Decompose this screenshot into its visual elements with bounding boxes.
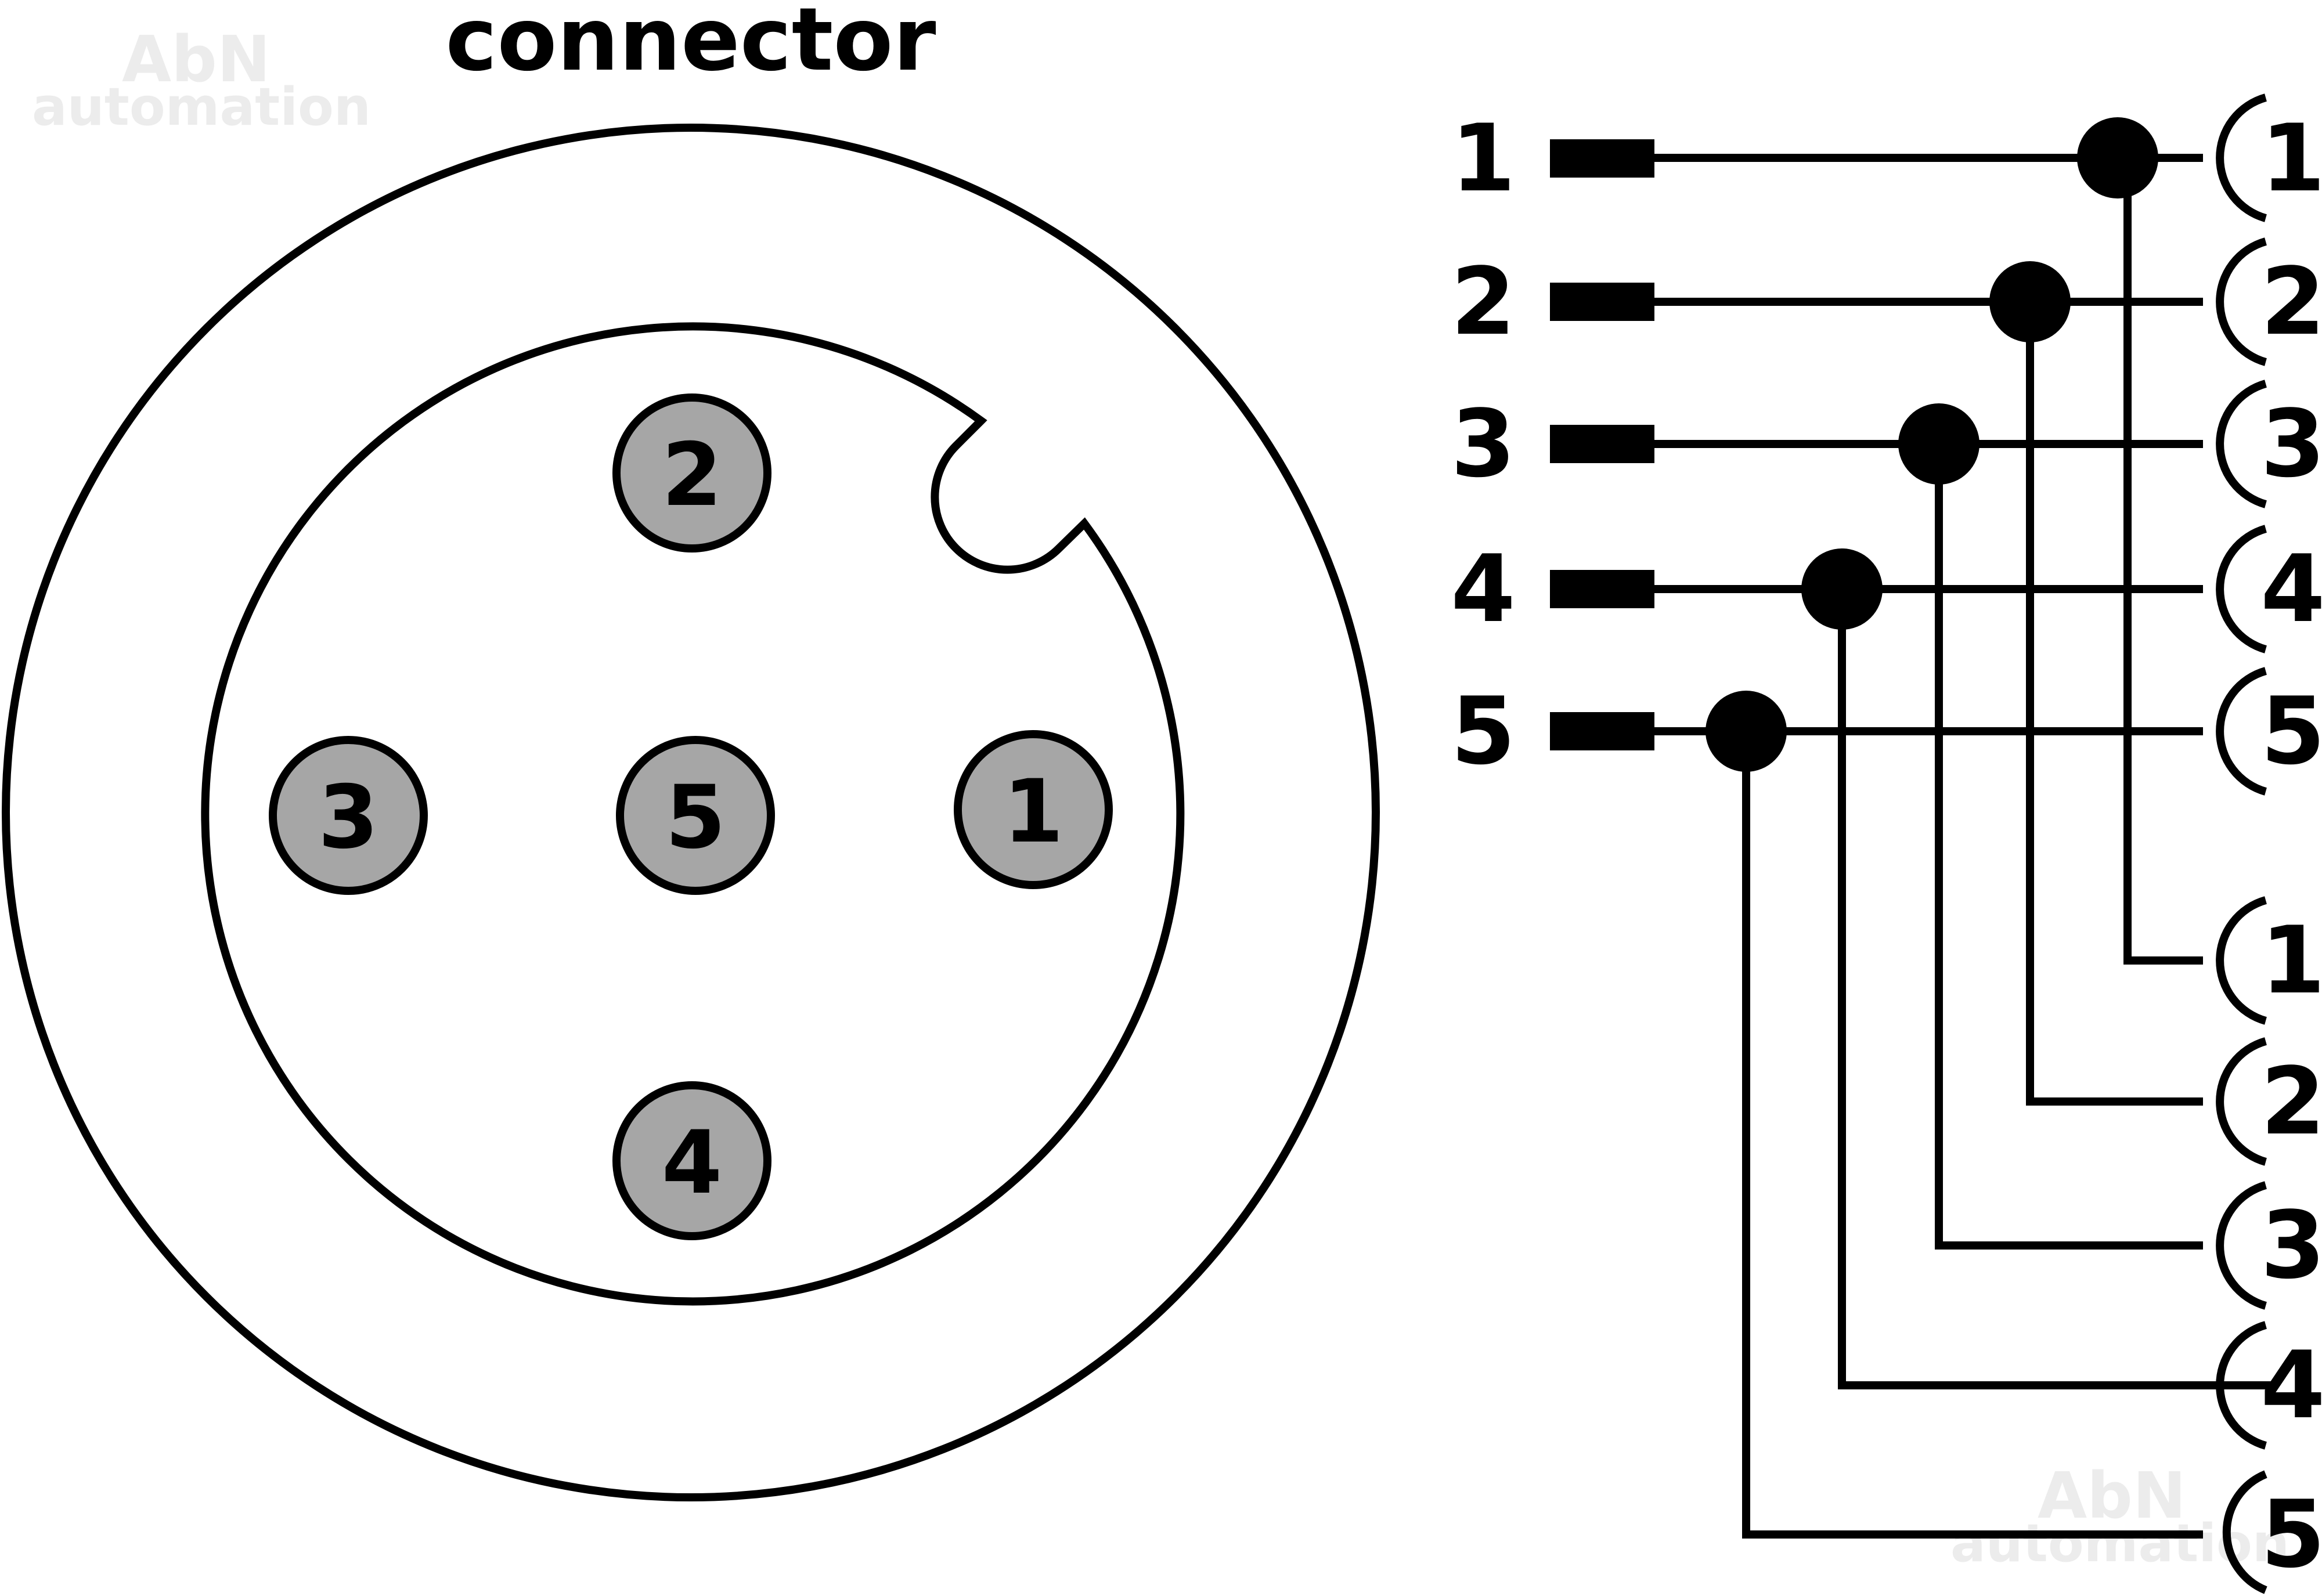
wire-branch-4 [1838, 589, 2276, 1389]
pin-5: 5 [616, 736, 775, 895]
pin-circle [612, 393, 771, 553]
female-socket-symbol [2216, 667, 2267, 796]
junction-dots [1706, 117, 2158, 772]
pin-circle [269, 736, 428, 895]
outer-housing-ring [2, 124, 1380, 1501]
output-label: 1 [2260, 104, 2322, 212]
input-labels: 1 2 3 4 5 [1451, 104, 1515, 785]
watermark-line2: automation [32, 77, 371, 138]
output-group-a: 1 2 3 4 5 [2216, 93, 2322, 796]
output-group-b: 1 2 3 4 5 [2216, 896, 2322, 1594]
output-label: 3 [2260, 389, 2322, 498]
connector-face: connector 1 2 3 4 5 [2, 0, 1380, 1501]
female-socket-symbol [2216, 1037, 2267, 1166]
output-label: 3 [2260, 1191, 2322, 1299]
junction-dot [1989, 261, 2071, 342]
wire-branch-1 [2123, 158, 2203, 965]
input-label: 2 [1451, 247, 1515, 356]
wire-branch-3 [1935, 444, 2203, 1250]
input-label: 1 [1451, 104, 1515, 212]
pin-label: 5 [665, 767, 726, 868]
junction-dot [1898, 403, 1980, 485]
female-socket-symbol [2216, 93, 2267, 222]
male-pin-symbol [1550, 425, 1654, 463]
pin-3: 3 [269, 736, 428, 895]
male-pin-symbol [1550, 570, 1654, 608]
female-socket-symbol [2216, 1321, 2267, 1450]
output-label: 4 [2260, 1331, 2322, 1439]
branch-wires [1742, 158, 2276, 1539]
output-label: 5 [2260, 1480, 2322, 1588]
output-label: 1 [2260, 906, 2322, 1014]
junction-dot [1706, 691, 1787, 772]
pin-4: 4 [612, 1081, 771, 1240]
wiring-schematic: 1 2 3 4 5 1 2 3 4 5 1 2 [1451, 93, 2322, 1594]
female-socket-symbol [2222, 1470, 2267, 1594]
output-label: 4 [2260, 535, 2322, 643]
wire-branch-2 [2026, 302, 2203, 1106]
female-socket-symbol [2216, 237, 2267, 366]
male-pin-symbol [1550, 139, 1654, 178]
watermark-bottom: AbN automation [1950, 1458, 2289, 1574]
female-socket-symbol [2216, 525, 2267, 653]
male-pin-symbol [1550, 283, 1654, 321]
watermark-top: AbN automation [32, 22, 371, 138]
pin-label: 3 [318, 767, 378, 868]
watermark-line1: AbN [122, 22, 271, 96]
watermark-line1: AbN [2038, 1458, 2186, 1533]
input-label: 4 [1451, 535, 1515, 643]
output-label: 2 [2260, 247, 2322, 356]
pin-label: 2 [662, 425, 722, 526]
output-label: 2 [2260, 1047, 2322, 1156]
output-label: 5 [2260, 677, 2322, 785]
pin-circle [612, 1081, 771, 1240]
connector-title: connector [446, 0, 936, 91]
inner-keyed-ring [201, 322, 1185, 1306]
pin-label: 4 [662, 1113, 722, 1214]
wire-branch-5 [1742, 731, 2203, 1539]
pin-label: 1 [1003, 761, 1063, 862]
junction-dot [1801, 548, 1883, 630]
female-socket-symbol [2216, 1181, 2267, 1310]
junction-dot [2077, 117, 2158, 198]
female-socket-symbol [2216, 380, 2267, 508]
input-pin-symbols [1550, 139, 1654, 750]
male-pin-symbol [1550, 712, 1654, 750]
female-socket-symbol [2216, 896, 2267, 1025]
input-label: 3 [1451, 389, 1515, 498]
pin-circle [616, 736, 775, 895]
pin-2: 2 [612, 393, 771, 553]
pin-circle [954, 730, 1113, 889]
input-label: 5 [1451, 677, 1515, 785]
pin-1: 1 [954, 730, 1113, 889]
